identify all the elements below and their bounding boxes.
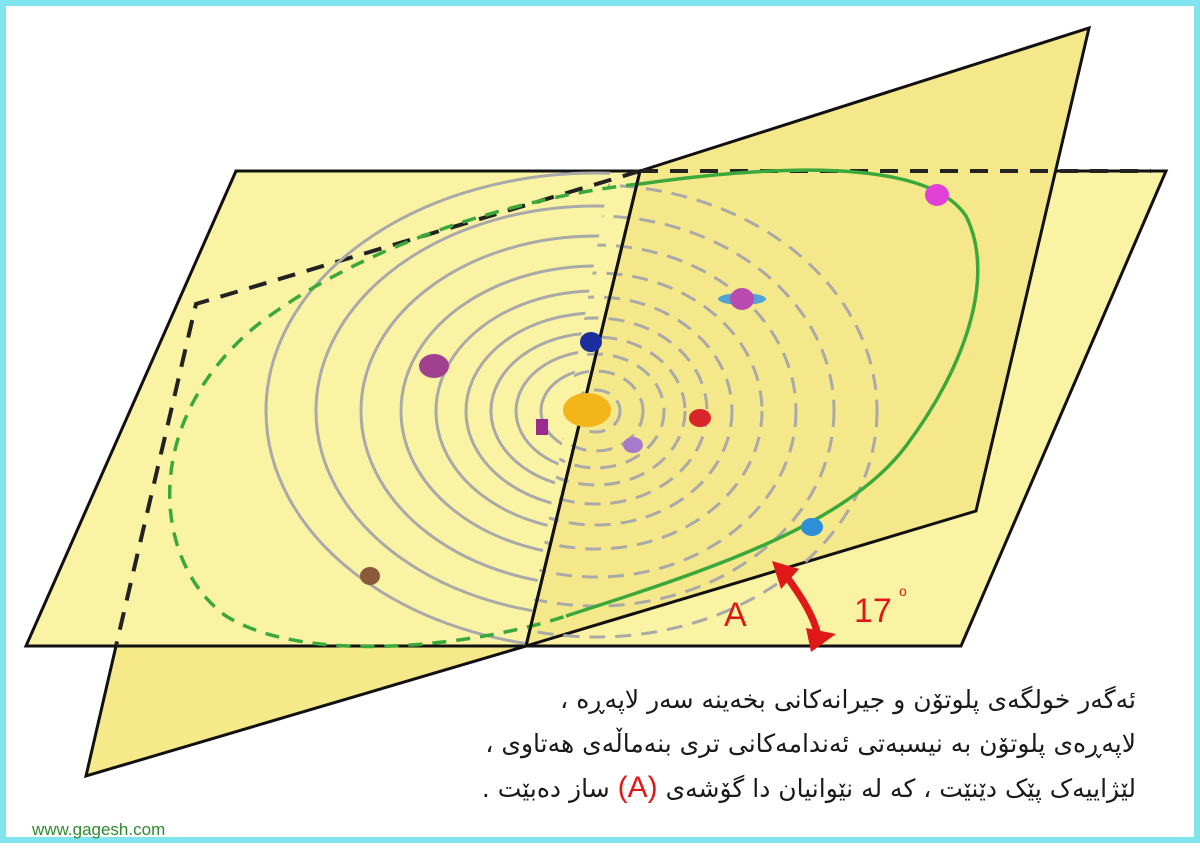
caption-line-1: ئەگەر خولگەی پلوتۆن و جیرانەکانی بخەینە …: [560, 685, 1136, 714]
saturn-icon: [730, 288, 754, 310]
pluto-icon: [925, 184, 949, 206]
venus-icon: [623, 437, 643, 453]
sun-icon: [563, 393, 611, 427]
mercury-icon: [536, 419, 548, 435]
orbit-ring: [264, 171, 640, 646]
uranus-icon: [360, 567, 380, 585]
angle-label: A: [724, 596, 747, 634]
angle-arrow-icon: [772, 561, 836, 652]
orbit-ring: [570, 388, 622, 434]
website-watermark[interactable]: www.gagesh.com: [32, 820, 166, 839]
caption-line-3-start: لێژاییەک پێک دێنێت ، کە لە نێوانیان دا گ…: [665, 774, 1136, 803]
caption-line-3-end: ساز دەبێت .: [481, 774, 610, 803]
caption-line-3: لێژاییەک پێک دێنێت ، کە لە نێوانیان دا گ…: [136, 766, 1136, 811]
pluto-orbit: [168, 168, 980, 649]
caption-line-2: لاپەڕەی پلوتۆن بە نیسبەتی ئەندامەکانی تر…: [485, 729, 1136, 758]
caption-text: ئەگەر خولگەی پلوتۆن و جیرانەکانی بخەینە …: [136, 678, 1136, 811]
orbit-ring: [526, 271, 764, 551]
orbit-ring: [526, 316, 709, 506]
degree-mark: o: [899, 583, 907, 599]
earth-icon: [580, 332, 602, 352]
orbit-ring: [526, 295, 734, 527]
mars-icon: [689, 409, 711, 427]
orbital-plane-diagram: A 17 o: [23, 25, 1169, 779]
neptune-icon: [801, 518, 823, 536]
jupiter-icon: [419, 354, 449, 378]
pluto-plane-hidden-edge: [114, 169, 641, 647]
angle-value: 17: [854, 592, 892, 630]
caption-angle-label: (A): [617, 771, 658, 804]
orbit-ring: [526, 335, 687, 487]
